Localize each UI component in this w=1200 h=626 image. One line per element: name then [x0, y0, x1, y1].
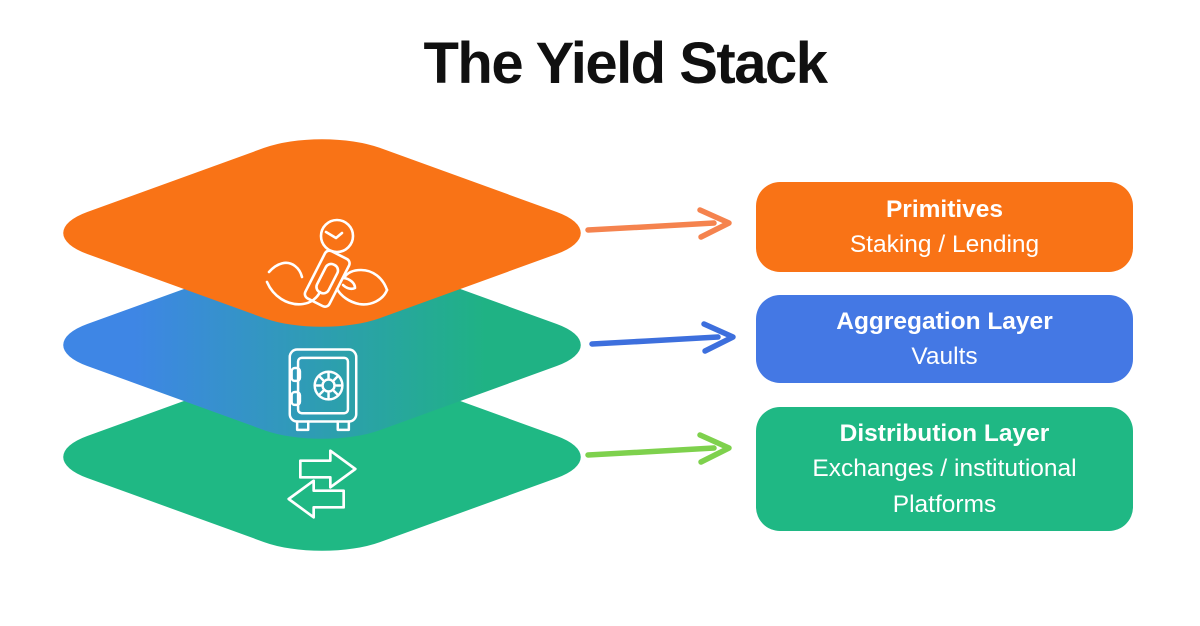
distribution-label-box: Distribution Layer Exchanges / instituti… [756, 407, 1133, 531]
box-subtitle: Exchanges / institutional Platforms [812, 455, 1077, 518]
box-title: Distribution Layer [839, 420, 1050, 448]
swap-arrows-icon [287, 449, 357, 519]
box-title: Primitives [885, 195, 1004, 223]
arrow-icon [589, 321, 736, 354]
arrow-icon [585, 432, 732, 465]
box-subtitle: Staking / Lending [849, 231, 1040, 258]
box-title: Aggregation Layer [836, 307, 1053, 335]
hands-exchange-money-icon [265, 218, 389, 308]
vault-safe-icon [288, 348, 358, 432]
box-subtitle: Vaults [911, 343, 978, 370]
primitives-label-box: Primitives Staking / Lending [756, 182, 1133, 272]
aggregation-label-box: Aggregation Layer Vaults [756, 295, 1133, 383]
page-title: The Yield Stack [423, 31, 828, 96]
arrow-icon [585, 207, 732, 240]
